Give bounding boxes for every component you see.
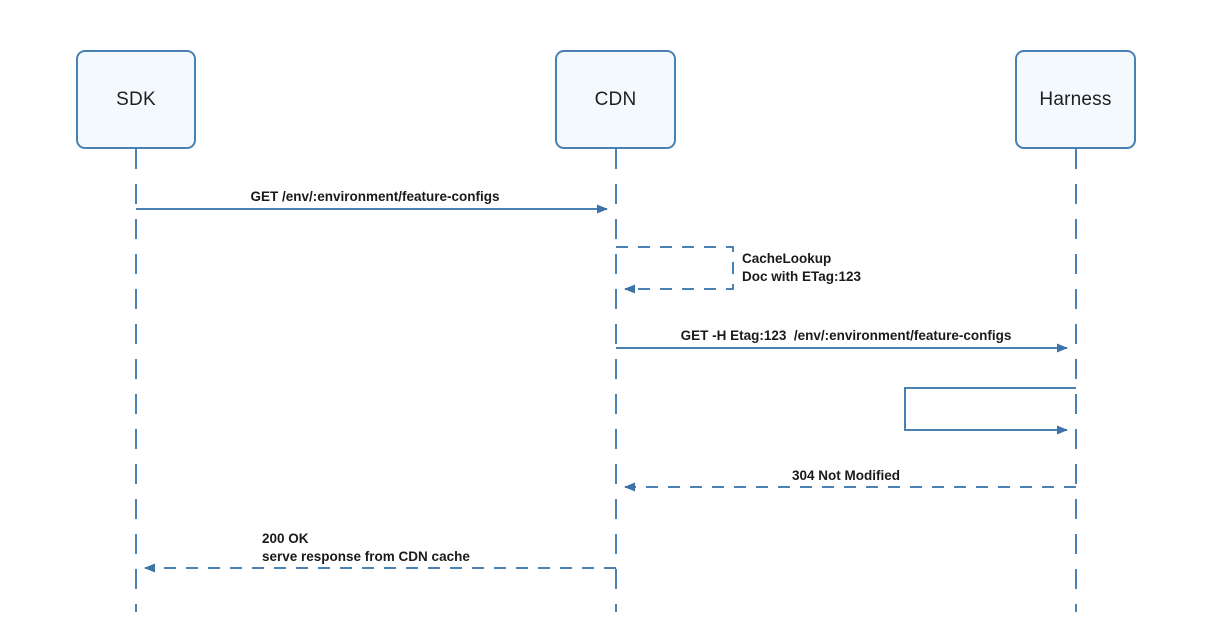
lifelines-layer — [135, 149, 1077, 612]
participant-box-cdn[interactable]: CDN — [555, 50, 676, 149]
msg-200-ok-label: 200 OK serve response from CDN cache — [262, 530, 470, 566]
msg-304-not-modified-label: 304 Not Modified — [792, 467, 900, 485]
msg-get-feature-configs-label: GET /env/:environment/feature-configs — [250, 188, 499, 206]
msg-get-etag-revalidate-label: GET -H Etag:123 /env/:environment/featur… — [681, 327, 1012, 345]
participant-label: CDN — [594, 88, 637, 110]
participant-box-harness[interactable]: Harness — [1015, 50, 1136, 149]
label-line: GET /env/:environment/feature-configs — [250, 189, 500, 204]
label-line: serve response from CDN cache — [262, 549, 470, 564]
msg-harness-self-process[interactable] — [904, 387, 1076, 435]
label-line: GET -H Etag:123 /env/:environment/featur… — [680, 328, 1012, 343]
label-line: Doc with ETag:123 — [742, 269, 862, 284]
msg-cache-lookup[interactable] — [616, 246, 734, 294]
label-line: 200 OK — [262, 531, 309, 546]
messages-layer — [136, 204, 1076, 573]
participant-label: SDK — [116, 88, 156, 110]
participant-box-sdk[interactable]: SDK — [76, 50, 196, 149]
label-line: 304 Not Modified — [791, 468, 901, 483]
label-line: CacheLookup — [742, 251, 832, 266]
participant-label: Harness — [1039, 88, 1112, 110]
